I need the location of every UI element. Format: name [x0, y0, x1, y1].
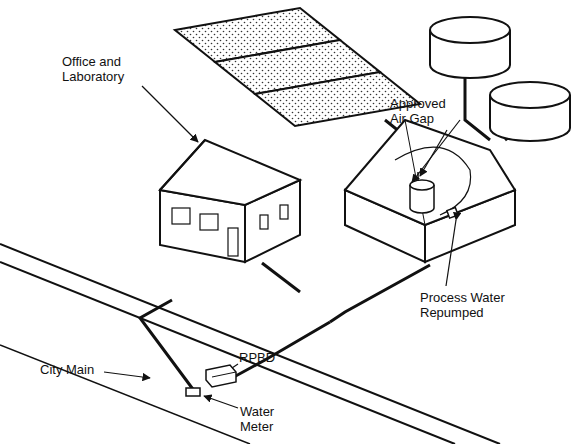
- pipes: [140, 60, 525, 392]
- callout-label: Approved Air Gap: [390, 96, 452, 126]
- storage-tanks: [430, 17, 570, 141]
- leader-lines: [104, 86, 460, 408]
- callout-label: City Main: [40, 362, 104, 377]
- road-edge: [0, 262, 455, 444]
- water-meter-symbol: [186, 388, 200, 396]
- office-building: [160, 140, 300, 262]
- air-gap-tank: [410, 172, 434, 213]
- callout-label: Office and Laboratory: [62, 54, 142, 84]
- ponds: [175, 8, 420, 126]
- process-building: [345, 120, 515, 262]
- pump-symbol: [447, 208, 458, 219]
- road-edge: [0, 345, 250, 444]
- rpbd-symbol: [206, 365, 236, 387]
- callout-label: Process Water Repumped: [420, 290, 530, 320]
- callout-label: RPBD: [239, 350, 289, 365]
- callout-label: Water Meter: [240, 404, 290, 434]
- road-edge: [0, 244, 500, 444]
